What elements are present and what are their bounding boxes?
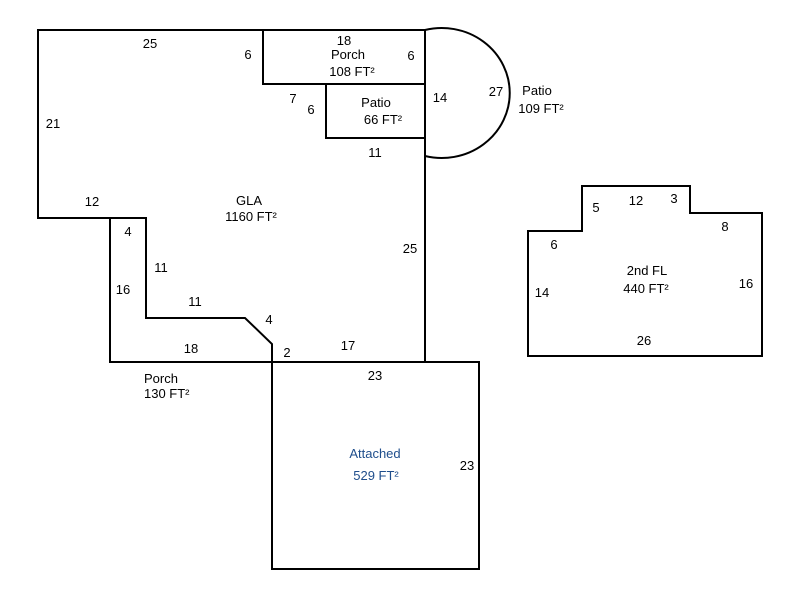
porch-top-name: Porch [331,47,365,62]
dim-fl2-left: 14 [535,285,549,300]
dim-gla-step: 12 [85,194,99,209]
gla-outline [37,29,426,363]
porch-left-area: 130 FT² [144,386,190,401]
dim-porch-left-diag: 4 [265,312,272,327]
patio-small-area: 66 FT² [364,112,403,127]
dim-porch-left-top: 4 [124,224,131,239]
dim-porch-top-right: 6 [407,48,414,63]
dim-fl2-bottom: 26 [637,333,651,348]
dim-fl2-right: 16 [739,276,753,291]
dim-gla-patio-bottom: 11 [368,145,382,160]
dim-gla-porch-side: 6 [244,47,251,62]
dim-attached-top: 23 [368,368,382,383]
dim-gla-notch-top: 7 [289,91,296,106]
porch-top-area: 108 FT² [329,64,375,79]
second-floor-name: 2nd FL [627,263,667,278]
dim-patio-round-chord: 14 [433,90,447,105]
patio-round-area: 109 FT² [518,101,564,116]
dim-fl2-right-top: 8 [721,219,728,234]
patio-small-name: Patio [361,95,391,110]
attached-name: Attached [349,446,400,461]
dim-porch-left-left: 16 [116,282,130,297]
dim-gla-notch-side: 6 [307,102,314,117]
dim-patio-round-arc: 27 [489,84,503,99]
dim-fl2-left-top: 6 [550,237,557,252]
dim-gla-left: 21 [46,116,60,131]
dim-fl2-top: 12 [629,193,643,208]
dim-porch-top-top: 18 [337,33,351,48]
attached-area: 529 FT² [353,468,399,483]
porch-left-name: Porch [144,371,178,386]
patio-small-outline [325,83,425,139]
second-floor-outline [527,185,763,357]
second-floor-area: 440 FT² [623,281,669,296]
gla-area: 1160 FT² [225,209,277,224]
dim-gla-top: 25 [143,36,157,51]
dim-porch-left-small: 2 [283,345,290,360]
patio-round-outline [424,27,511,159]
dim-porch-left-bottom: 18 [184,341,198,356]
gla-name: GLA [236,193,262,208]
patio-round-name: Patio [522,83,552,98]
dim-fl2-step-left: 5 [592,200,599,215]
porch-left-outline [109,218,272,363]
dim-fl2-step-right: 3 [670,191,677,206]
dim-attached-right: 23 [460,458,474,473]
dim-gla-bottom: 17 [341,338,355,353]
dim-porch-left-inner-side: 11 [154,260,168,275]
dim-porch-left-inner-top: 11 [188,294,202,309]
attached-outline [271,361,480,570]
dim-gla-right: 25 [403,241,417,256]
